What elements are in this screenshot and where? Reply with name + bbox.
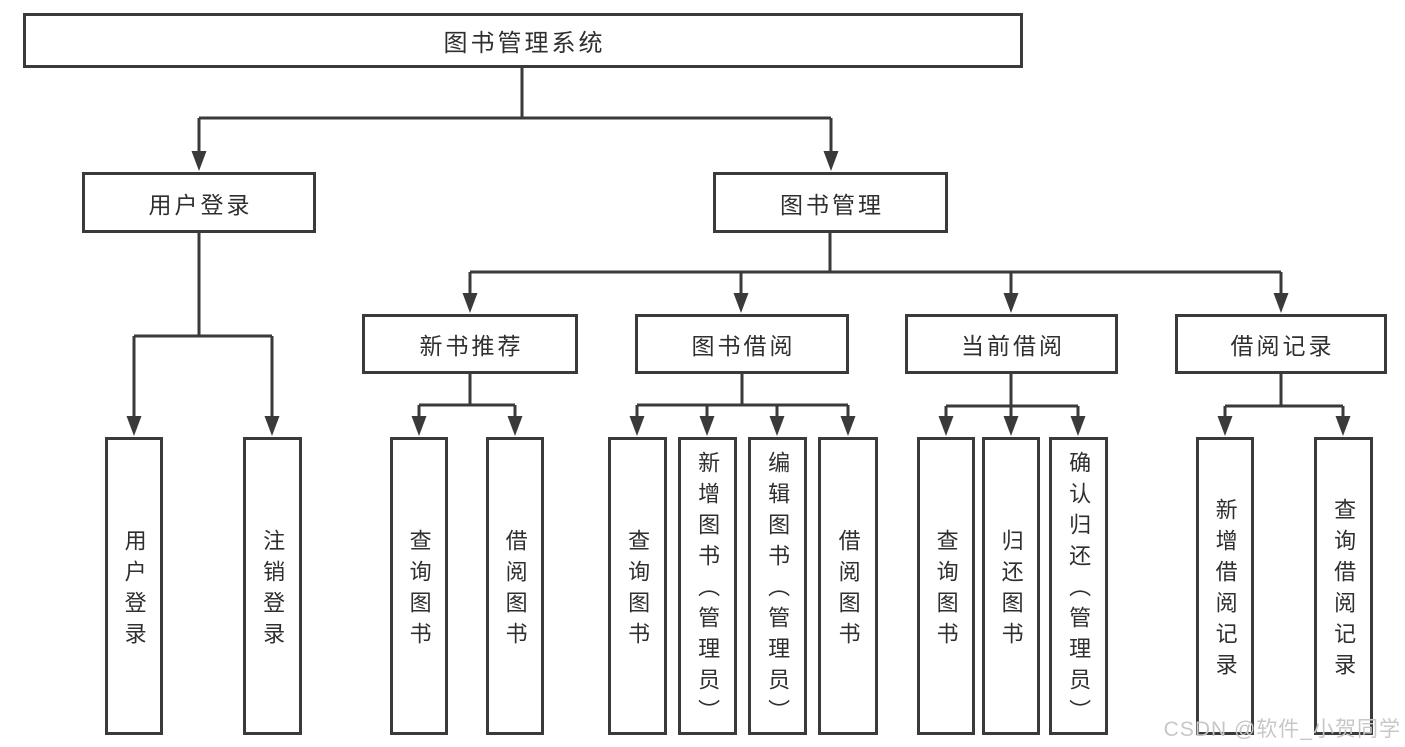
connector-borrow-record-to-leaves: [1217, 374, 1351, 436]
leaf-query-book-1: 查询图书: [390, 437, 448, 735]
leaf-borrow-book-2-label: 借阅图书: [835, 528, 861, 653]
node-book-management: 图书管理: [713, 172, 948, 233]
leaf-return-book-label: 归还图书: [998, 528, 1024, 653]
node-borrow-record-label: 借阅记录: [1230, 333, 1335, 359]
leaf-return-book: 归还图书: [982, 437, 1040, 735]
leaf-user-login: 用户登录: [105, 437, 163, 735]
connector-book-borrow-to-leaves: [629, 374, 856, 436]
node-book-management-label: 图书管理: [780, 191, 884, 218]
csdn-watermark: CSDN @软件_小贺同学: [1163, 718, 1401, 741]
leaf-logout: 注销登录: [243, 437, 302, 735]
node-root-label: 图书管理系统: [443, 30, 606, 57]
leaf-edit-book-admin-label: 编辑图书（管理员）: [765, 451, 791, 730]
leaf-add-borrow-record-label: 新增借阅记录: [1212, 497, 1238, 684]
leaf-add-book-admin-label: 新增图书（管理员）: [695, 451, 721, 730]
node-book-borrow-label: 图书借阅: [691, 333, 796, 359]
leaf-query-book-2-label: 查询图书: [625, 528, 651, 653]
node-new-book-recommend-label: 新书推荐: [419, 333, 524, 359]
leaf-query-book-3: 查询图书: [917, 437, 975, 735]
leaf-add-borrow-record: 新增借阅记录: [1196, 437, 1254, 735]
node-user-login-label: 用户登录: [148, 191, 253, 218]
leaf-confirm-return-admin-label: 确认归还（管理员）: [1066, 451, 1092, 730]
connector-book-management-to-level3: [462, 233, 1289, 313]
leaf-borrow-book-2: 借阅图书: [818, 437, 878, 735]
leaf-logout-label: 注销登录: [260, 528, 286, 653]
node-root: 图书管理系统: [23, 13, 1023, 68]
node-user-login: 用户登录: [82, 172, 316, 233]
leaf-query-book-3-label: 查询图书: [933, 528, 959, 653]
connector-current-borrow-to-leaves: [938, 374, 1086, 436]
leaf-query-book-2: 查询图书: [608, 437, 667, 735]
node-borrow-record: 借阅记录: [1175, 314, 1387, 374]
connector-user-login-to-leaves: [126, 233, 280, 436]
leaf-borrow-book-1: 借阅图书: [486, 437, 544, 735]
node-new-book-recommend: 新书推荐: [362, 314, 578, 374]
node-current-borrow: 当前借阅: [905, 314, 1118, 374]
leaf-query-borrow-record: 查询借阅记录: [1314, 437, 1373, 735]
node-book-borrow: 图书借阅: [635, 314, 849, 374]
leaf-add-book-admin: 新增图书（管理员）: [678, 437, 737, 735]
connector-root-to-level2: [191, 68, 839, 171]
leaf-query-borrow-record-label: 查询借阅记录: [1331, 497, 1357, 684]
leaf-borrow-book-1-label: 借阅图书: [502, 528, 528, 653]
connector-new-book-to-leaves: [411, 374, 523, 436]
node-current-borrow-label: 当前借阅: [961, 333, 1065, 359]
leaf-confirm-return-admin: 确认归还（管理员）: [1049, 437, 1108, 735]
leaf-edit-book-admin: 编辑图书（管理员）: [748, 437, 807, 735]
leaf-query-book-1-label: 查询图书: [406, 528, 432, 653]
leaf-user-login-label: 用户登录: [121, 528, 147, 653]
